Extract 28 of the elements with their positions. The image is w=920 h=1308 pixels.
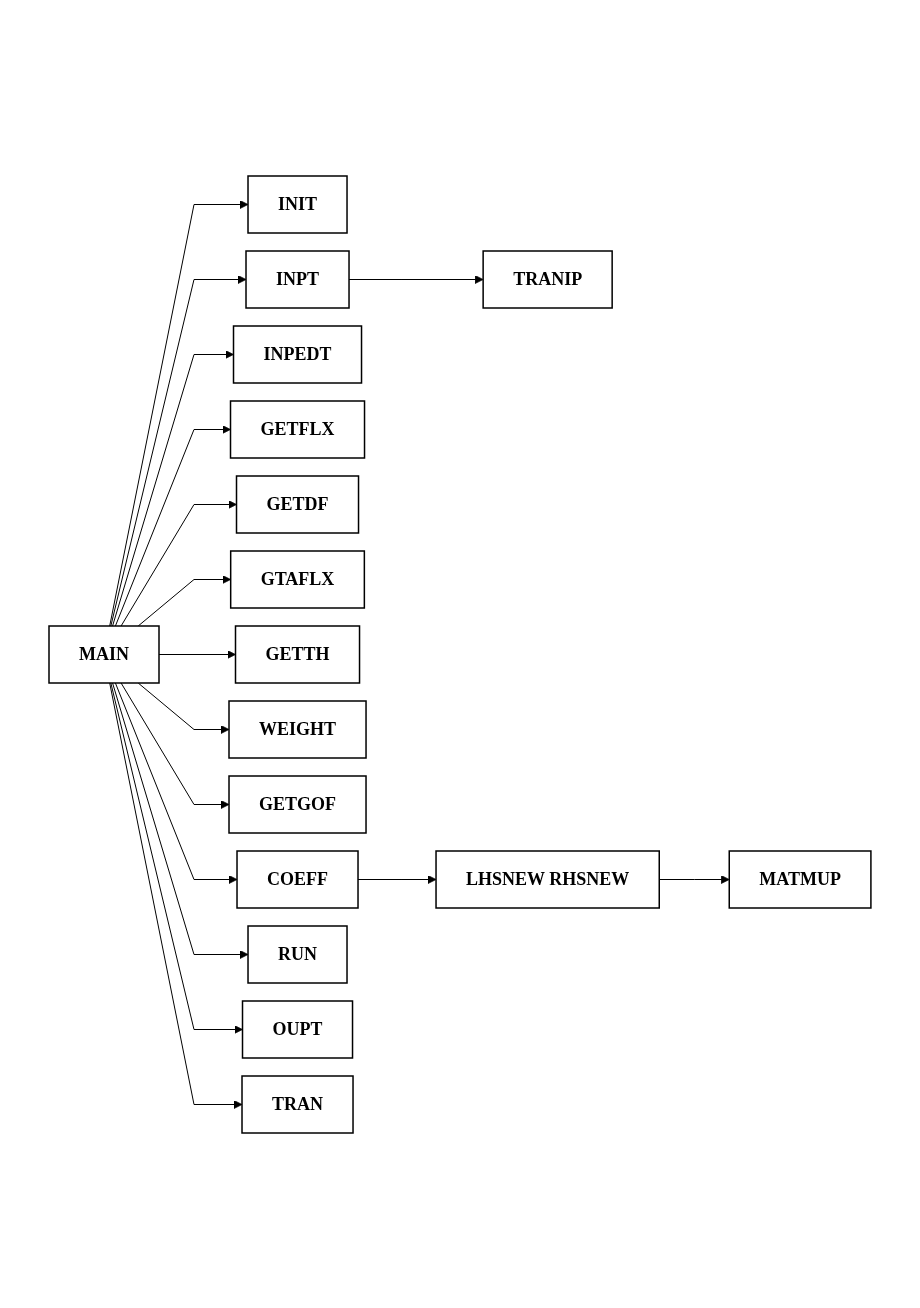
node-box: GETFLX xyxy=(229,399,366,459)
arrow xyxy=(109,199,249,626)
node-box: GETTH xyxy=(234,624,361,684)
arrow xyxy=(110,274,247,626)
node-box: INPEDT xyxy=(232,324,363,384)
arrow xyxy=(120,682,230,809)
node-box: OUPT xyxy=(241,999,354,1059)
arrow xyxy=(112,682,249,959)
node-box: GTAFLX xyxy=(230,549,366,609)
node-box: TRANIP xyxy=(482,249,613,309)
arrow xyxy=(110,682,243,1034)
node-box: TRAN xyxy=(241,1074,354,1134)
arrow xyxy=(114,682,238,884)
node-box: GETGOF xyxy=(228,774,367,834)
node-box: WEIGHT xyxy=(228,699,367,759)
node-box: MAIN xyxy=(48,624,160,684)
arrow xyxy=(112,349,234,626)
node-box: INPT xyxy=(245,249,350,309)
node-box: COEFF xyxy=(236,849,359,909)
arrow xyxy=(120,499,237,626)
node-box: GETDF xyxy=(235,474,360,534)
arrow xyxy=(114,424,231,626)
node-box: MATMUP xyxy=(728,849,872,909)
node-box: LHSNEW RHSNEW xyxy=(435,849,661,909)
arrow xyxy=(137,682,230,734)
arrow xyxy=(109,682,243,1109)
node-box: INIT xyxy=(247,174,348,234)
node-box: RUN xyxy=(247,924,348,984)
